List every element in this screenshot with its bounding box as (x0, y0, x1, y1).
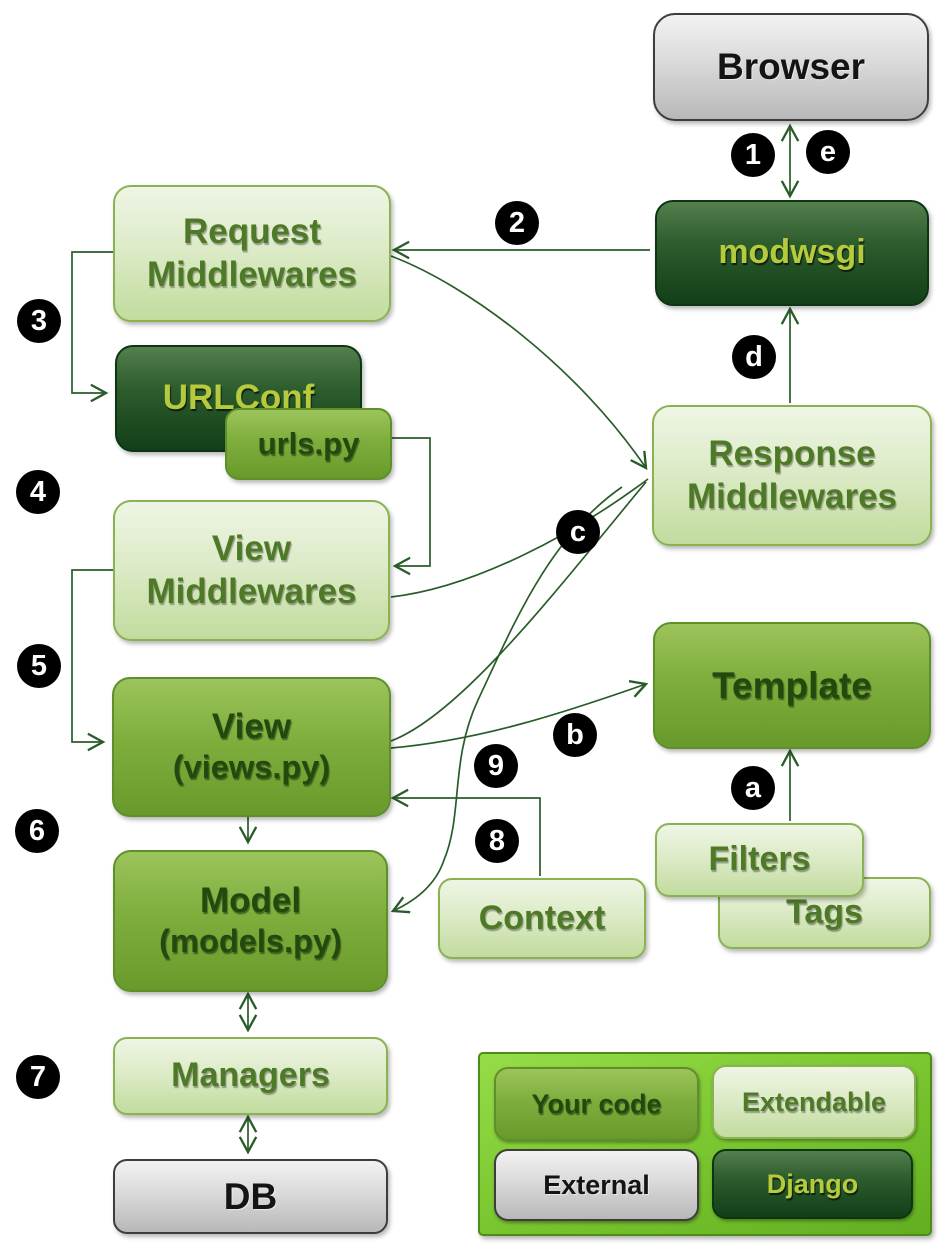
curve-request-middlewares-to-response-middlewares (390, 255, 648, 471)
badge-step-b-text: b (566, 718, 584, 751)
badge-step-2-text: 2 (508, 206, 526, 239)
legend-extendable-label: Extendable (741, 1086, 887, 1117)
badge-step-a-text: a (744, 771, 762, 804)
badge-step-9-text: 9 (487, 749, 505, 782)
curve-to-model (390, 486, 623, 914)
node-modwsgi: modwsgi (655, 200, 929, 306)
legend-external: External (494, 1149, 699, 1221)
node-model: Model (models.py) (113, 850, 388, 992)
badge-step-c-text: c (569, 515, 587, 548)
badge-step-3: 3 (17, 299, 61, 343)
node-db: DB (113, 1159, 388, 1234)
node-db-label: DB (223, 1175, 278, 1217)
badge-step-b: b (553, 713, 597, 757)
node-browser: Browser (653, 13, 929, 121)
badge-step-c: c (556, 510, 600, 554)
arrow-request-middlewares-to-urlconf (71, 251, 113, 403)
node-view: View (views.py) (112, 677, 391, 817)
badge-step-1-text: 1 (744, 138, 762, 171)
node-urls-py: urls.py (225, 408, 392, 480)
node-managers: Managers (113, 1037, 388, 1115)
badge-step-a: a (731, 766, 775, 810)
node-response-middlewares-label: Response Middlewares (686, 433, 898, 516)
legend-your-code: Your code (494, 1067, 699, 1141)
node-filters-label: Filters (708, 840, 811, 879)
node-view-sublabel: (views.py) (172, 749, 331, 786)
legend-django: Django (712, 1149, 913, 1219)
badge-step-6-text: 6 (28, 814, 46, 847)
badge-step-5-text: 5 (30, 649, 48, 682)
badge-step-6: 6 (15, 809, 59, 853)
arrow-view-middlewares-to-view (71, 569, 113, 752)
node-model-label: Model (199, 880, 302, 920)
badge-step-8-text: 8 (488, 824, 506, 857)
badge-step-e: e (806, 130, 850, 174)
legend: Your code Extendable External Django (478, 1052, 932, 1236)
badge-step-5: 5 (17, 644, 61, 688)
curve-view-middlewares-to-response-middlewares (390, 478, 649, 598)
legend-django-label: Django (766, 1168, 859, 1199)
node-template-label: Template (712, 664, 872, 706)
node-modwsgi-label: modwsgi (718, 233, 866, 272)
badge-step-d-text: d (745, 340, 763, 373)
badge-step-4-text: 4 (29, 475, 47, 508)
badge-step-7: 7 (16, 1055, 60, 1099)
badge-step-9: 9 (474, 744, 518, 788)
badge-step-d: d (732, 335, 776, 379)
badge-step-3-text: 3 (30, 304, 48, 337)
node-urls-py-label: urls.py (257, 426, 360, 462)
node-request-middlewares: Request Middlewares (113, 185, 391, 322)
legend-your-code-label: Your code (531, 1088, 662, 1119)
badge-step-4: 4 (16, 470, 60, 514)
legend-extendable: Extendable (712, 1065, 916, 1139)
legend-external-label: External (543, 1169, 650, 1200)
arrow-context-to-view (390, 788, 541, 876)
node-managers-label: Managers (171, 1056, 330, 1095)
node-context: Context (438, 878, 646, 959)
node-request-middlewares-label: Request Middlewares (146, 211, 358, 294)
badge-step-1: 1 (731, 133, 775, 177)
badge-step-8: 8 (475, 819, 519, 863)
badge-step-7-text: 7 (29, 1060, 47, 1093)
node-model-sublabel: (models.py) (159, 923, 342, 960)
node-tags-label: Tags (786, 893, 863, 932)
arrow-urlspy-to-view-middlewares (390, 437, 431, 576)
node-template: Template (653, 622, 931, 749)
node-browser-label: Browser (716, 46, 866, 88)
node-context-label: Context (478, 898, 606, 937)
curve-view-to-template (390, 680, 649, 749)
node-response-middlewares: Response Middlewares (652, 405, 932, 546)
node-view-middlewares-label: View Middlewares (146, 528, 357, 611)
node-view-middlewares: View Middlewares (113, 500, 390, 641)
node-filters: Filters (655, 823, 864, 897)
badge-step-e-text: e (819, 135, 837, 168)
badge-step-2: 2 (495, 201, 539, 245)
node-view-label: View (211, 706, 292, 746)
curve-view-to-response-middlewares (390, 481, 647, 742)
